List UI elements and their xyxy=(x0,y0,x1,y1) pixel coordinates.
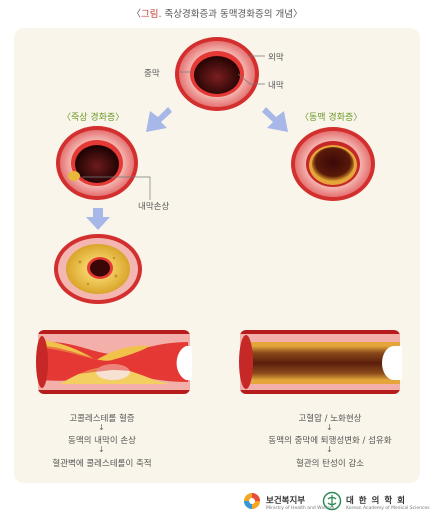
arteriosclerosis-heading: 〈동맥 경화증〉 xyxy=(300,113,363,123)
left-step-2: 동맥의 내막이 손상 xyxy=(68,436,136,446)
arrow-down-right-icon xyxy=(262,107,288,132)
figure-title: 〈그림. 죽상경화증과 동맥경화증의 개념〉 xyxy=(131,9,303,20)
society-logo-subtext: Korean Academy of Medical Sciences xyxy=(346,506,430,511)
down-arrow-icon: ↓ xyxy=(326,445,333,454)
arrow-down-left-icon xyxy=(146,107,172,132)
left-step-3: 혈관벽에 콜레스테롤이 축적 xyxy=(52,459,152,469)
right-step-2: 동맥의 중막에 퇴행성변화 / 섬유화 xyxy=(268,436,392,446)
arrow-down-icon xyxy=(86,208,110,230)
label-outer-layer: 외막 xyxy=(268,53,284,63)
leader-line xyxy=(237,73,265,85)
atherosclerosis-heading: 〈죽상 경화증〉 xyxy=(62,113,125,123)
left-step-1: 고콜레스테롤 혈증 xyxy=(69,414,135,424)
label-middle-layer: 중막 xyxy=(144,69,160,79)
society-logo-icon xyxy=(322,491,342,511)
label-intimal-injury: 내막손상 xyxy=(138,202,170,212)
down-arrow-icon: ↓ xyxy=(98,423,105,432)
label-inner-layer: 내막 xyxy=(268,81,284,91)
right-step-3: 혈관의 탄성이 감소 xyxy=(296,459,364,469)
ministry-logo-text: 보건복지부 xyxy=(266,496,306,506)
down-arrow-icon: ↓ xyxy=(98,445,105,454)
right-step-1: 고혈압 / 노화현상 xyxy=(298,414,362,424)
ministry-logo-subtext: Ministry of Health and Welfare xyxy=(266,506,335,511)
ministry-logo-icon xyxy=(244,493,260,509)
leader-line xyxy=(82,176,151,200)
society-logo-text: 대 한 의 학 회 xyxy=(346,496,406,506)
title-highlight: 그림 xyxy=(141,9,159,20)
down-arrow-icon: ↓ xyxy=(326,423,333,432)
